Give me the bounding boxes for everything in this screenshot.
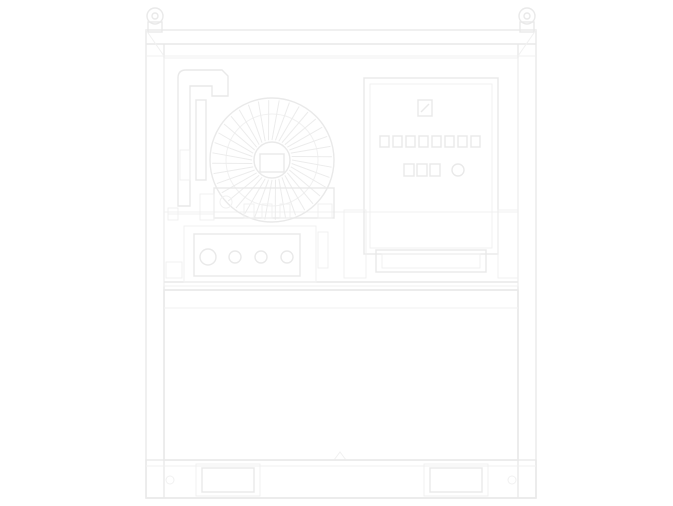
machinery-compartment [163, 57, 519, 291]
fan-blade [214, 142, 253, 157]
fan-blade [289, 135, 328, 151]
fan-blade [288, 169, 321, 197]
label-block [444, 135, 455, 148]
control-panel-label-row [379, 135, 481, 148]
fan-blade [281, 177, 297, 216]
label-block [405, 135, 416, 148]
fuel-tank-compartment [163, 289, 519, 461]
control-panel [343, 77, 519, 279]
readout-block [403, 163, 415, 177]
fan-blade [278, 178, 287, 219]
fan-blade [218, 132, 254, 154]
fan-blade [281, 111, 309, 144]
fan-blade [284, 175, 306, 211]
fan-blade [247, 104, 263, 143]
radiator-fan [209, 97, 335, 223]
fan-blade [271, 100, 280, 141]
fan-blade [291, 163, 330, 178]
fan-blade [238, 109, 260, 145]
control-panel-readout-row [403, 163, 465, 177]
fan-blade [212, 152, 253, 161]
skid-bolt-right [507, 475, 517, 485]
base-skid [145, 459, 537, 499]
fan-blade [223, 123, 256, 151]
fan-blade [264, 179, 273, 220]
gauge-panel [165, 225, 329, 283]
fan-blade [275, 102, 290, 141]
label-block [418, 135, 429, 148]
fan-blade [291, 159, 332, 168]
fan-blade [254, 179, 269, 218]
lifting-eye-right [518, 7, 536, 33]
readout-indicator [451, 163, 465, 177]
forklift-pocket-right [429, 467, 483, 493]
fan-blade [287, 126, 323, 148]
fan-blade [257, 101, 266, 142]
forklift-pocket-left-frame [195, 463, 261, 497]
readout-block [429, 163, 441, 177]
fan-blade [278, 106, 300, 142]
fan-blade [221, 172, 257, 194]
fan-blade [284, 118, 317, 146]
readout-block [416, 163, 428, 177]
label-block [457, 135, 468, 148]
radiator-housing [177, 69, 229, 207]
label-block [379, 135, 390, 148]
fan-blade [290, 166, 326, 188]
fan-blade [230, 115, 258, 148]
fan-blade [213, 166, 254, 175]
label-block [470, 135, 481, 148]
skid-bolt-left [165, 475, 175, 485]
label-block [392, 135, 403, 148]
label-block [431, 135, 442, 148]
forklift-pocket-right-frame [423, 463, 489, 497]
fan-blade [244, 178, 266, 214]
lifting-eye-left [146, 7, 164, 33]
engine-block [167, 187, 335, 221]
fan-blade [216, 169, 255, 185]
forklift-pocket-left [201, 467, 255, 493]
fan-blade [235, 176, 263, 209]
fan-blade [290, 145, 331, 154]
